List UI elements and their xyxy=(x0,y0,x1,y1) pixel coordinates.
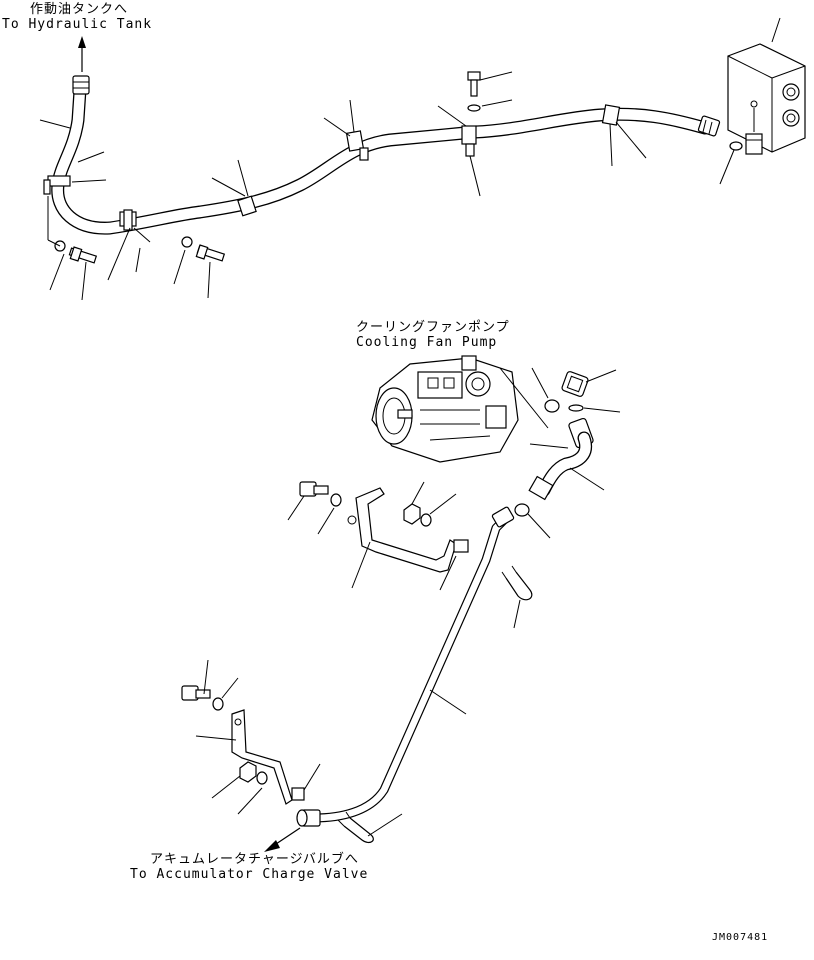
tank-label-jp: 作動油タンクへ xyxy=(30,2,129,17)
tank-label-en: To Hydraulic Tank xyxy=(2,17,153,32)
top-leader-lines xyxy=(39,17,781,301)
u-bolt-lower xyxy=(337,811,374,844)
accumulator-arrow xyxy=(264,827,301,852)
accumulator-label-en: To Accumulator Charge Valve xyxy=(130,867,369,882)
pump-label-en: Cooling Fan Pump xyxy=(356,335,498,350)
pump-leader-lines xyxy=(527,367,621,539)
lower-bracket xyxy=(181,685,305,805)
tank-arrow xyxy=(78,36,86,72)
steel-tube xyxy=(296,506,515,827)
drawing-code: JM007481 xyxy=(712,932,769,943)
lower-leader-lines xyxy=(195,659,403,837)
upper-leader-lines xyxy=(287,481,521,715)
upper-bracket xyxy=(299,481,469,573)
valve-block xyxy=(727,43,806,155)
return-hose xyxy=(51,83,712,235)
short-hose xyxy=(528,431,592,501)
tank-fitting xyxy=(72,75,90,95)
u-bolt-upper xyxy=(501,565,533,601)
clamp-bolts xyxy=(54,71,481,264)
cooling-fan-pump xyxy=(371,355,549,463)
accumulator-label-jp: アキュムレータチャージバルブへ xyxy=(150,852,359,867)
hose-clamps xyxy=(43,104,621,231)
hose-end-fitting xyxy=(697,115,721,137)
pump-label-jp: クーリングファンポンプ xyxy=(356,320,510,335)
